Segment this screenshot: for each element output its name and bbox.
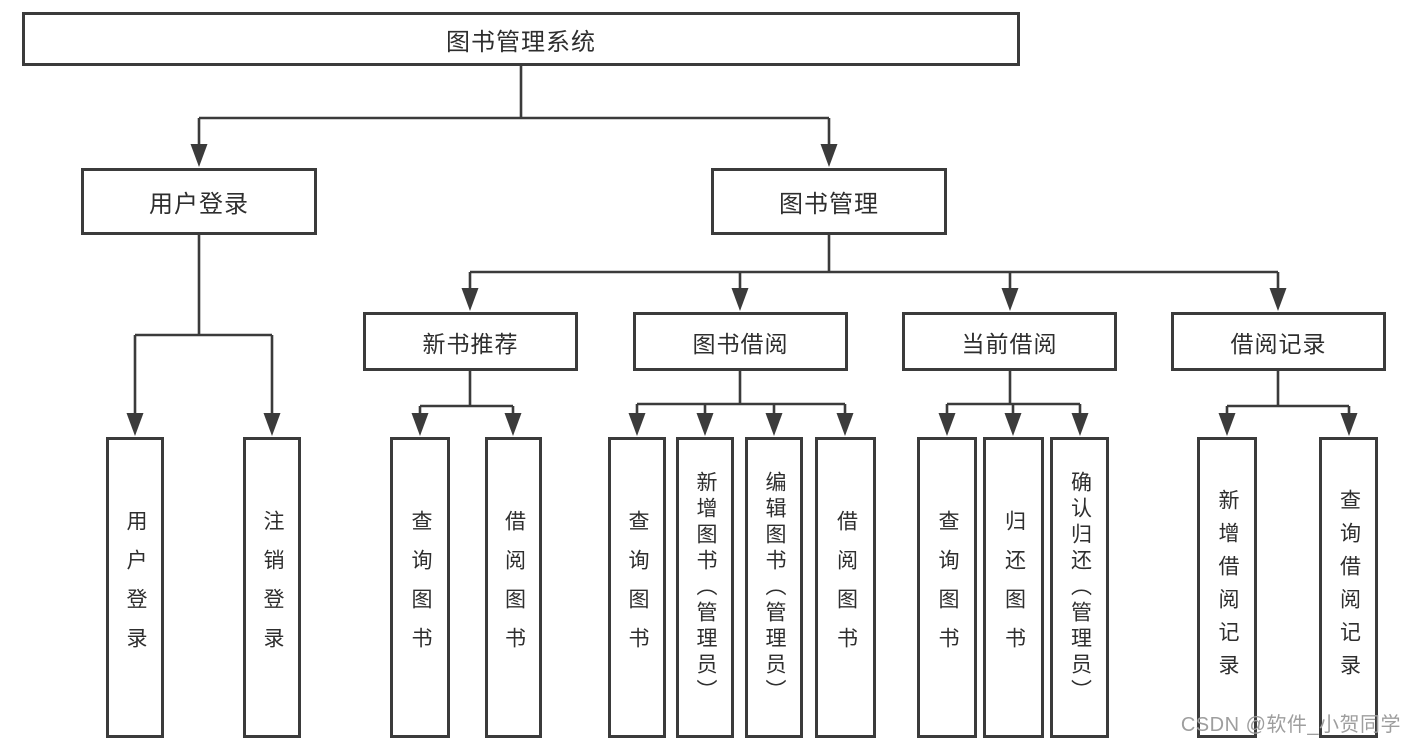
arrow-down-icon	[628, 413, 646, 436]
node-label: 确认归还（管理员）	[1068, 470, 1092, 705]
arrow-down-icon	[731, 288, 749, 311]
leaf-borrow-book-2: 借阅图书	[815, 437, 876, 738]
arrow-down-icon	[1001, 288, 1019, 311]
node-label: 查询图书	[626, 509, 649, 666]
arrow-down-icon	[820, 144, 838, 167]
node-label: 借阅图书	[834, 509, 858, 666]
arrow-down-icon	[1340, 413, 1358, 436]
leaf-return-book: 归还图书	[983, 437, 1044, 738]
leaf-logout: 注销登录	[243, 437, 301, 738]
node-label: 查询借阅记录	[1337, 488, 1361, 687]
node-label: 新增图书（管理员）	[694, 470, 717, 705]
arrow-down-icon	[836, 413, 854, 436]
arrow-down-icon	[263, 413, 281, 436]
leaf-user-login: 用户登录	[106, 437, 164, 738]
node-label: 新增借阅记录	[1216, 488, 1239, 687]
node-root-library-system: 图书管理系统	[22, 12, 1020, 66]
node-label: 图书管理	[779, 191, 879, 218]
arrow-down-icon	[1269, 288, 1287, 311]
arrow-down-icon	[504, 413, 522, 436]
leaf-add-book-admin: 新增图书（管理员）	[676, 437, 734, 738]
arrow-down-icon	[938, 413, 956, 436]
arrow-down-icon	[696, 413, 714, 436]
node-label: 新书推荐	[422, 330, 519, 357]
node-label: 当前借阅	[961, 330, 1058, 357]
node-label: 用户登录	[149, 191, 249, 218]
arrow-down-icon	[1218, 413, 1236, 436]
arrow-down-icon	[190, 144, 208, 167]
arrow-down-icon	[126, 413, 144, 436]
leaf-query-borrow-record: 查询借阅记录	[1319, 437, 1378, 738]
leaf-query-book-3: 查询图书	[917, 437, 977, 738]
connector-currentborrow-to-leaves	[938, 371, 1089, 436]
node-label: 借阅记录	[1230, 330, 1327, 357]
arrow-down-icon	[765, 413, 783, 436]
connector-newbook-to-leaves	[411, 371, 522, 436]
node-label: 借阅图书	[502, 509, 526, 666]
arrow-down-icon	[1071, 413, 1089, 436]
node-user-login: 用户登录	[81, 168, 317, 235]
connector-bookmgmt-to-level3	[461, 235, 1287, 311]
node-book-management: 图书管理	[711, 168, 947, 235]
connector-root-to-level2	[190, 66, 838, 167]
arrow-down-icon	[461, 288, 479, 311]
node-label: 查询图书	[936, 509, 959, 666]
node-label: 归还图书	[1002, 509, 1026, 666]
node-borrow-record: 借阅记录	[1171, 312, 1386, 371]
leaf-borrow-book-1: 借阅图书	[485, 437, 542, 738]
arrow-down-icon	[411, 413, 429, 436]
node-label: 图书借阅	[692, 330, 789, 357]
node-label: 查询图书	[409, 509, 432, 666]
node-label: 图书管理系统	[446, 28, 596, 56]
csdn-watermark: CSDN @软件_小贺同学	[1180, 714, 1401, 736]
arrow-down-icon	[1004, 413, 1022, 436]
node-book-borrow: 图书借阅	[633, 312, 848, 371]
leaf-add-borrow-record: 新增借阅记录	[1197, 437, 1257, 738]
node-label: 注销登录	[261, 509, 284, 666]
node-new-book-recommend: 新书推荐	[363, 312, 578, 371]
connector-borrowrecord-to-leaves	[1218, 371, 1358, 436]
leaf-query-book-2: 查询图书	[608, 437, 666, 738]
node-label: 编辑图书（管理员）	[763, 470, 786, 705]
leaf-confirm-return-admin: 确认归还（管理员）	[1050, 437, 1109, 738]
connector-bookborrow-to-leaves	[628, 371, 854, 436]
node-label: 用户登录	[124, 509, 147, 666]
connector-userlogin-to-leaves	[126, 235, 281, 436]
node-current-borrow: 当前借阅	[902, 312, 1117, 371]
leaf-edit-book-admin: 编辑图书（管理员）	[745, 437, 803, 738]
leaf-query-book-1: 查询图书	[390, 437, 450, 738]
